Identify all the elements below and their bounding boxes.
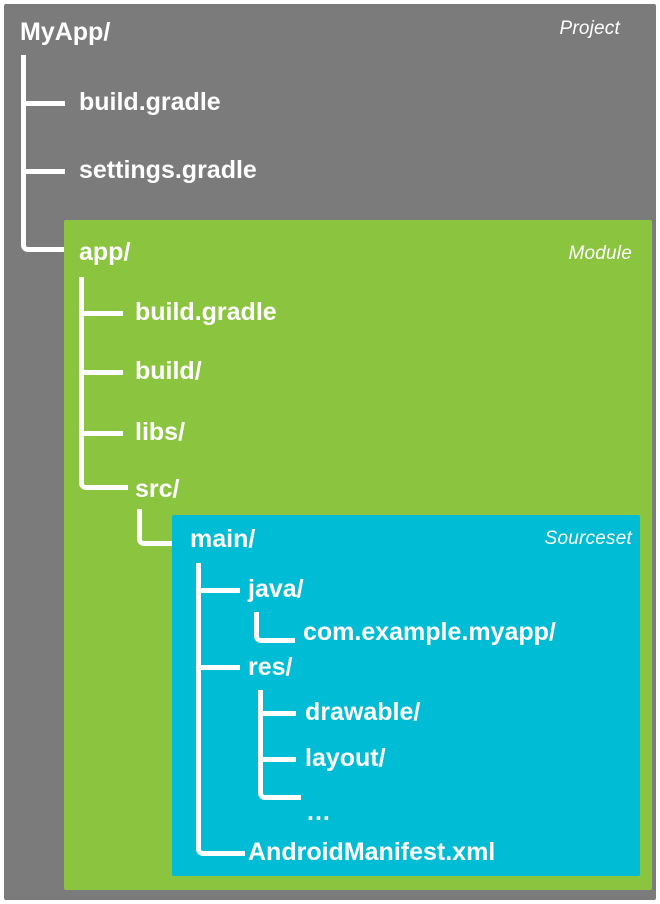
module-child-build-gradle: build.gradle — [135, 298, 277, 326]
module-type-label: Module — [568, 243, 632, 264]
module-child-src: src/ — [135, 475, 180, 503]
module-branch-connector-build — [79, 370, 123, 375]
sourceset-child-android-manifest: AndroidManifest.xml — [248, 838, 496, 866]
module-child-libs: libs/ — [135, 418, 186, 446]
sourceset-child-res: res/ — [248, 653, 293, 681]
project-branch-connector-settings-gradle — [21, 169, 65, 174]
sourceset-child-java: java/ — [248, 575, 304, 603]
project-branch-connector-build-gradle — [21, 101, 65, 106]
module-branch-connector-build-gradle — [79, 311, 123, 316]
module-root-node: app/ — [79, 238, 131, 266]
res-branch-connector-layout — [258, 757, 296, 762]
res-branch-connector-drawable — [258, 711, 296, 716]
sourceset-child-package: com.example.myapp/ — [303, 618, 556, 646]
project-type-label: Project — [559, 18, 620, 39]
sourceset-branch-connector-java — [196, 588, 240, 593]
sourceset-branch-connector-res — [196, 665, 240, 670]
project-child-settings-gradle: settings.gradle — [79, 156, 257, 184]
sourceset-child-drawable: drawable/ — [305, 698, 421, 726]
sourceset-root-node: main/ — [190, 525, 256, 553]
sourceset-trunk-connector — [196, 563, 245, 856]
project-root-node: MyApp/ — [20, 18, 111, 46]
project-child-build-gradle: build.gradle — [79, 88, 221, 116]
sourceset-box — [172, 515, 640, 876]
src-to-main-connector — [137, 509, 178, 546]
sourceset-child-ellipsis: ... — [307, 798, 331, 826]
module-child-build: build/ — [135, 357, 202, 385]
res-trunk-connector — [258, 690, 301, 800]
java-to-package-connector — [254, 612, 295, 643]
sourceset-type-label: Sourceset — [544, 528, 632, 549]
module-trunk-connector — [79, 277, 128, 490]
sourceset-child-layout: layout/ — [305, 744, 386, 772]
module-branch-connector-libs — [79, 431, 123, 436]
project-trunk-connector — [21, 55, 70, 252]
